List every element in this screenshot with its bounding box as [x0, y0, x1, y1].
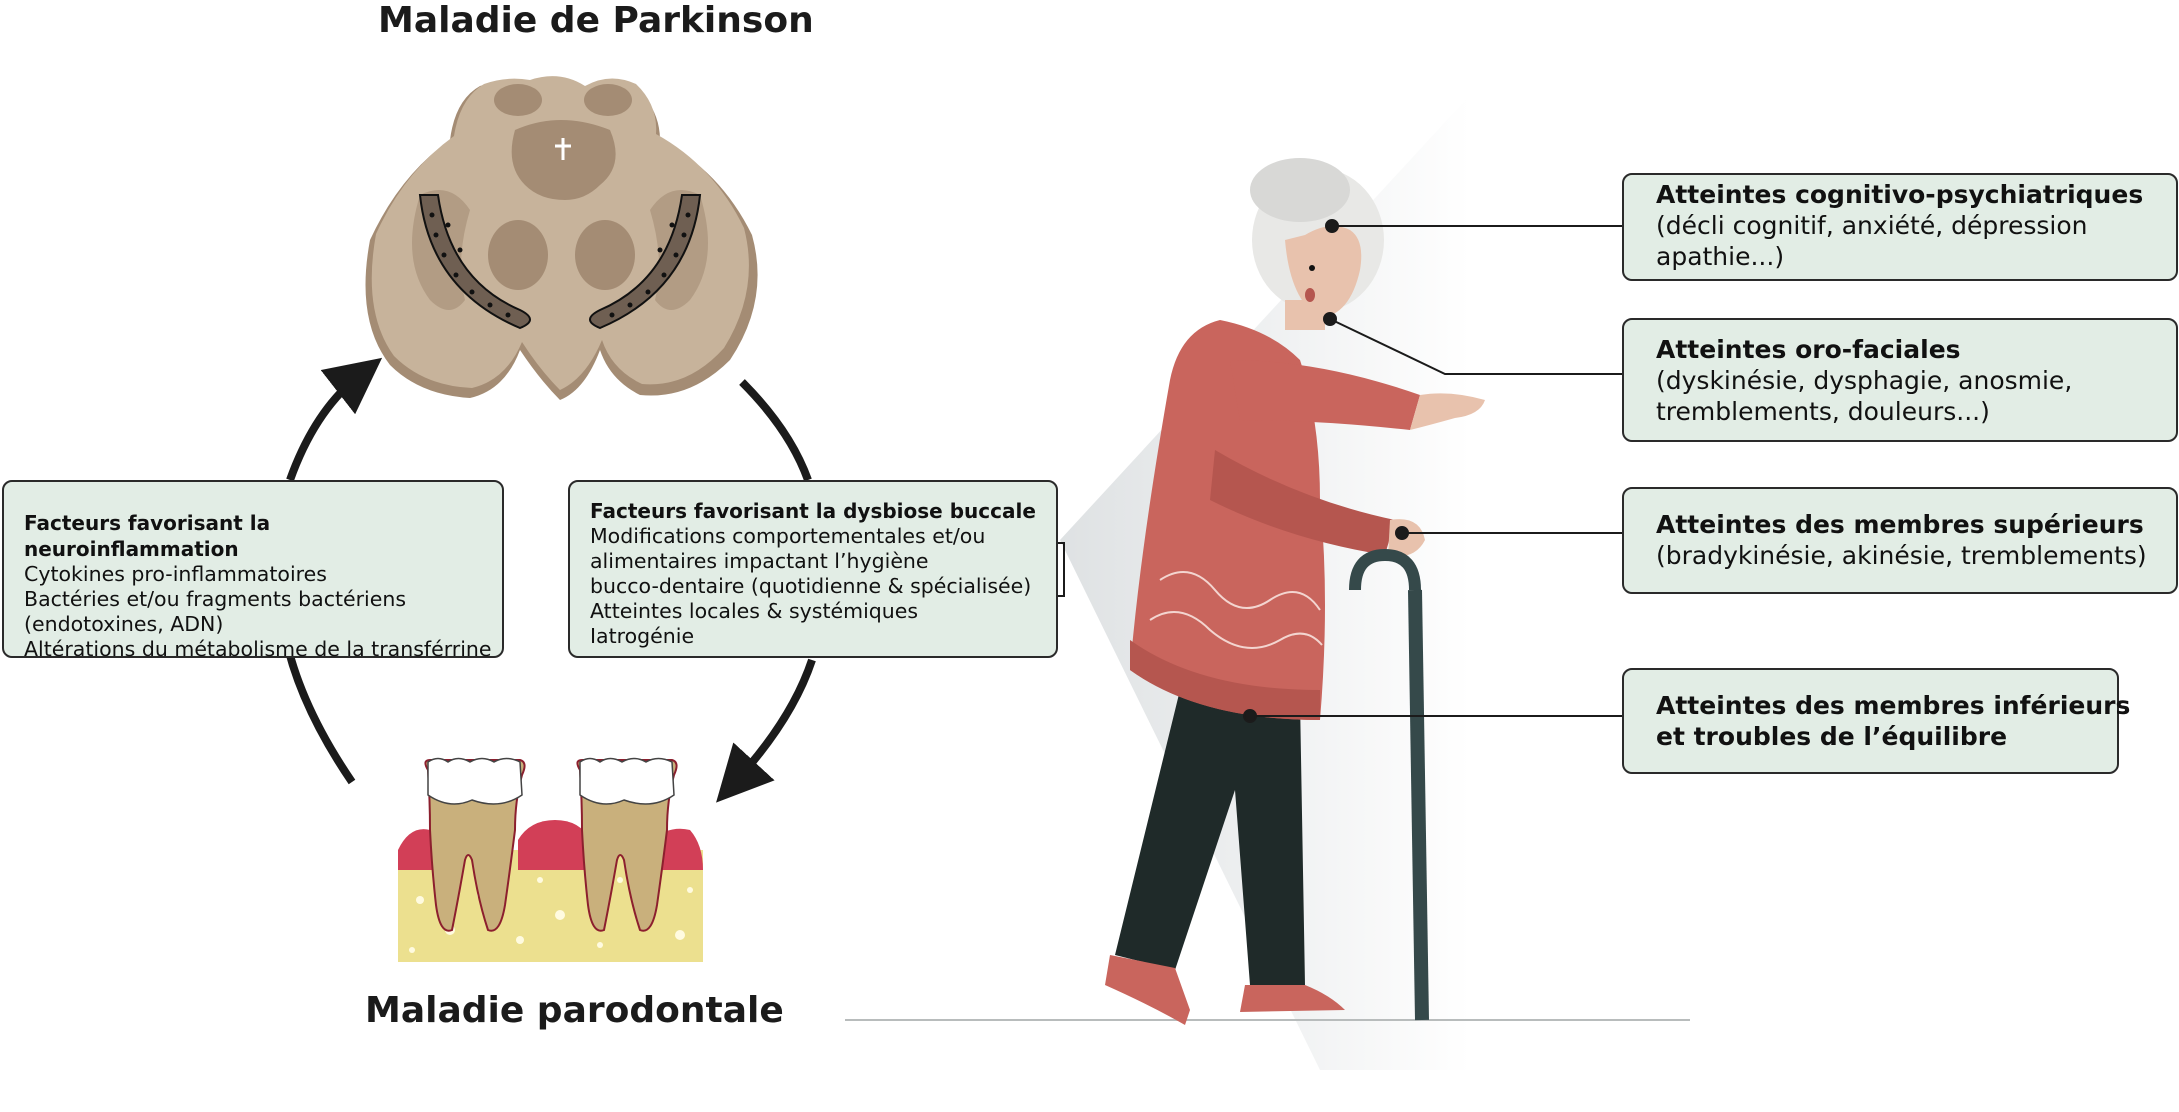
title-periodontal: Maladie parodontale — [365, 990, 784, 1031]
box-lower-limbs: Atteintes des membres inférieurs et trou… — [1622, 668, 2131, 774]
box-line: (décli cognitif, anxiété, dépression — [1656, 211, 2088, 240]
box-line: (bradykinésie, akinésie, tremblements) — [1656, 541, 2147, 570]
box-line: Altérations du métabolisme de la transfé… — [24, 637, 492, 661]
elderly-woman-cane-illustration — [845, 95, 1690, 1070]
box-cognitive: Atteintes cognitivo-psychiatriques (décl… — [1622, 173, 2178, 281]
box-upper-limbs: Atteintes des membres supérieurs (bradyk… — [1622, 487, 2178, 594]
box-line: Modifications comportementales et/ou — [590, 524, 986, 548]
box-line: apathie...) — [1656, 242, 1785, 271]
box-line: Iatrogénie — [590, 624, 695, 648]
box-title: Facteurs favorisant la dysbiose buccale — [590, 499, 1036, 523]
box-line: et troubles de l’équilibre — [1656, 722, 2008, 751]
title-parkinson: Maladie de Parkinson — [378, 0, 814, 41]
cycle-arrow-right-top — [739, 379, 812, 482]
connector-bracket — [1058, 542, 1065, 597]
box-orofacial: Atteintes oro-faciales (dyskinésie, dysp… — [1622, 318, 2178, 442]
cycle-arrow-up — [286, 357, 383, 482]
teeth-periodontal-icon — [398, 757, 703, 962]
brain-section-icon — [365, 76, 758, 400]
box-line: tremblements, douleurs...) — [1656, 397, 1990, 426]
box-line: Bactéries et/ou fragments bactériens — [24, 587, 407, 611]
cycle-arrow-right-bottom — [716, 658, 816, 803]
connector-orofacial — [1329, 318, 1622, 375]
box-title: Atteintes des membres inférieurs — [1656, 691, 2131, 720]
box-line: Atteintes locales & systémiques — [590, 599, 919, 623]
box-line: (dyskinésie, dysphagie, anosmie, — [1656, 366, 2073, 395]
box-neuroinflammation: Facteurs favorisant la neuroinflammation… — [2, 480, 504, 661]
box-line: bucco-dentaire (quotidienne & spécialisé… — [590, 574, 1032, 598]
box-line: Cytokines pro-inflammatoires — [24, 562, 327, 586]
box-title: Atteintes cognitivo-psychiatriques — [1656, 180, 2144, 209]
box-title: Atteintes oro-faciales — [1656, 335, 1961, 364]
box-line: (endotoxines, ADN) — [24, 612, 224, 636]
box-line: alimentaires impactant l’hygiène — [590, 549, 929, 573]
box-oral-dysbiosis: Facteurs favorisant la dysbiose buccale … — [568, 480, 1058, 658]
box-title: Atteintes des membres supérieurs — [1656, 510, 2144, 539]
box-title: Facteurs favorisant la neuroinflammation — [24, 511, 271, 561]
